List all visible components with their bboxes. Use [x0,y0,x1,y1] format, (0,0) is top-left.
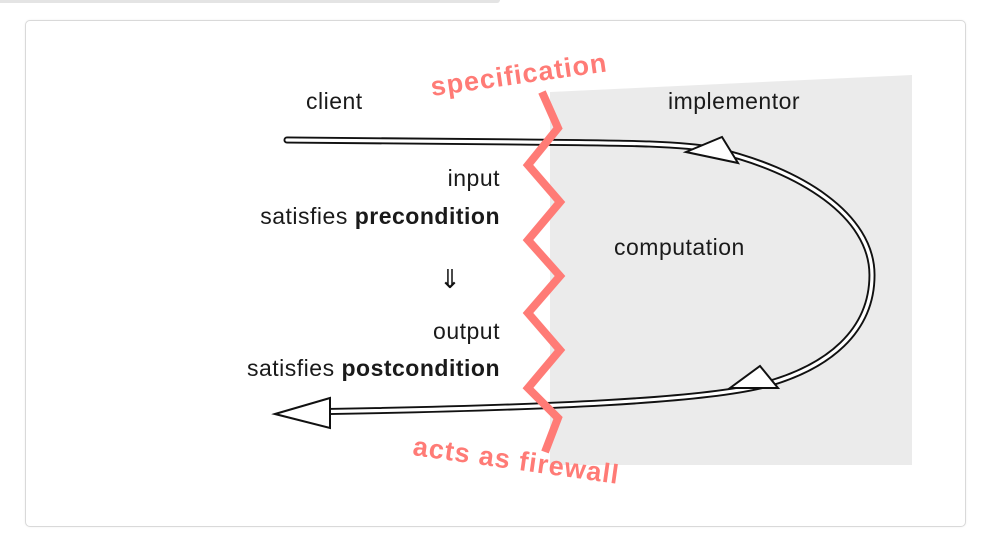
arrowhead-to-implementor [682,135,741,165]
computation-label: computation [614,234,745,260]
postcondition-line: satisfies postcondition [247,355,500,381]
postcondition-text: postcondition [341,355,500,381]
specification-line [522,90,566,454]
input-label: input [448,165,500,191]
satisfies-post-text: satisfies [247,355,341,381]
satisfies-pre-text: satisfies [260,203,354,229]
arrowhead-to-client [271,396,331,430]
implementor-label: implementor [668,88,800,114]
arrowhead-return [726,364,781,389]
implementor-region [550,75,912,465]
precondition-text: precondition [355,203,500,229]
implies-arrow-icon: ⇓ [439,265,461,295]
output-label: output [433,318,500,344]
client-label: client [306,88,363,114]
top-strip [0,0,500,3]
precondition-line: satisfies precondition [260,203,500,229]
flow-arrow [283,136,876,416]
